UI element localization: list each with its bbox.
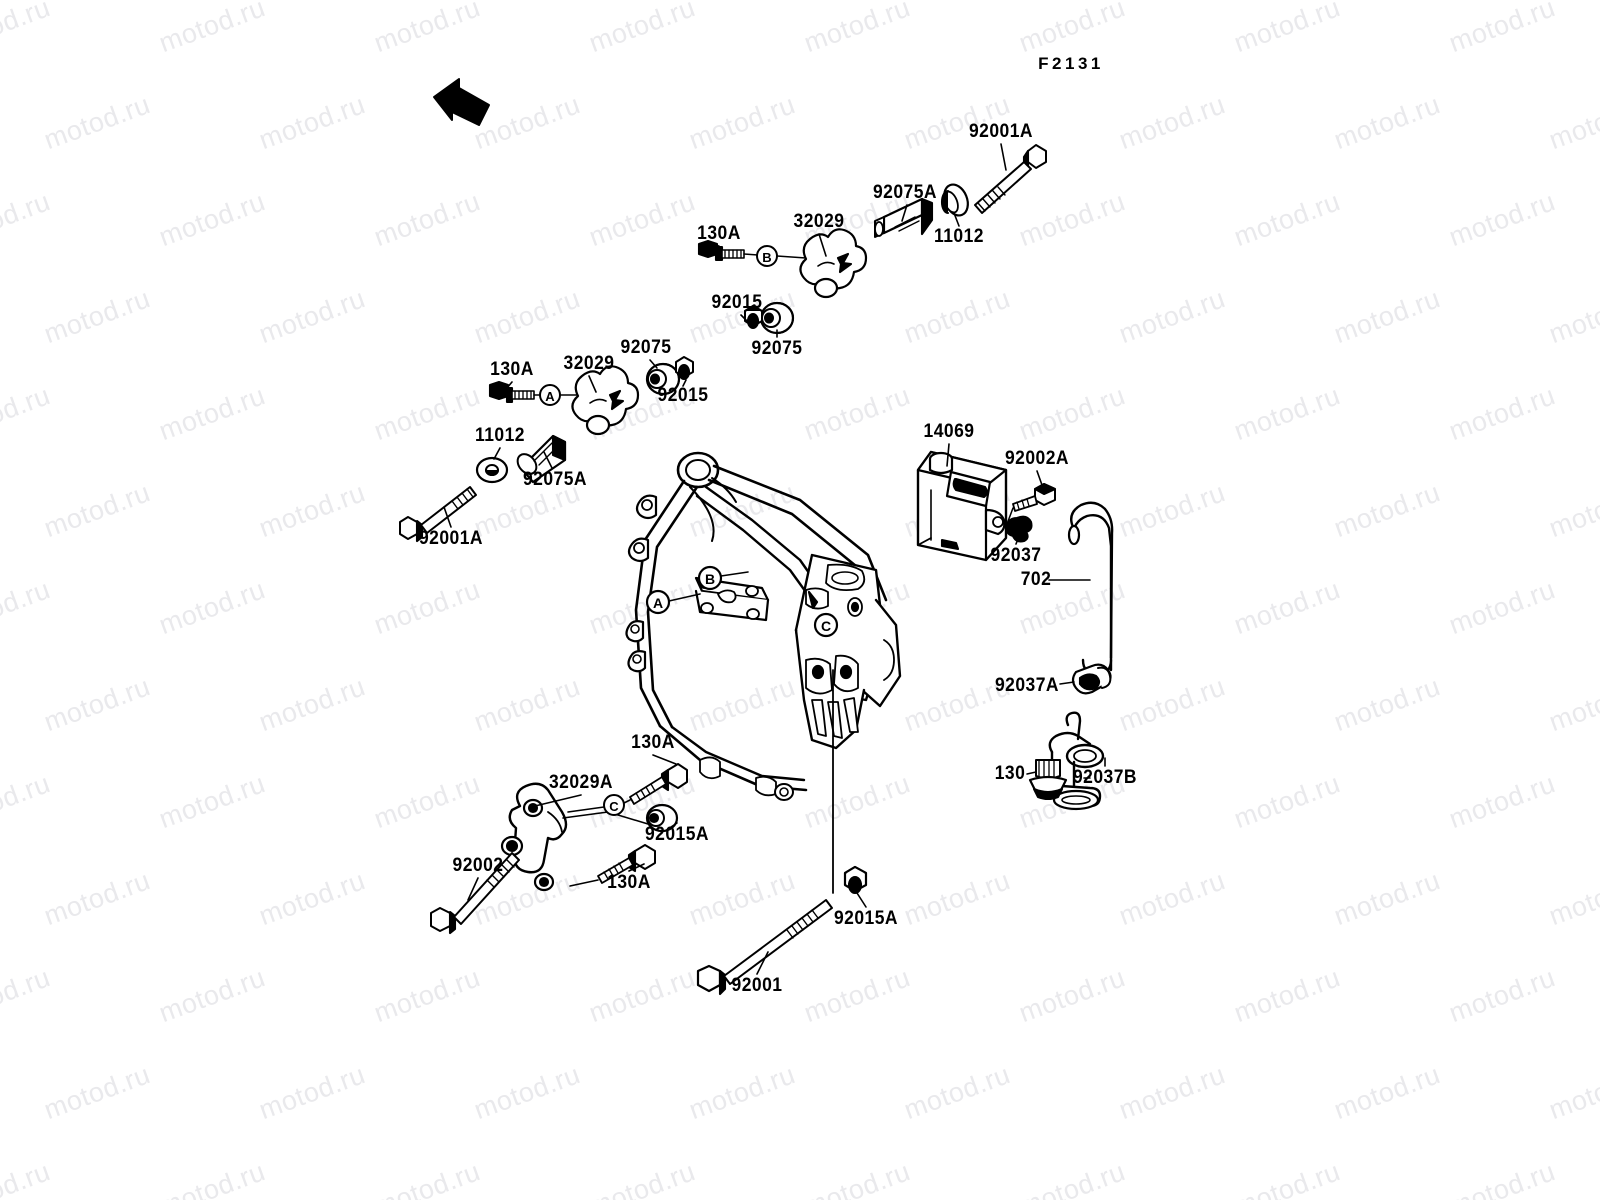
- part-92037b-clamp-bracket: [1048, 711, 1105, 811]
- part-32029-bracket-top: [799, 228, 868, 299]
- label-l-11012-mid: 11012: [475, 425, 525, 446]
- label-l-92015-top: 92015: [711, 292, 763, 313]
- bolt-130a-lower-right: [629, 763, 688, 805]
- svg-text:A: A: [545, 389, 555, 404]
- part-92015a-damper-left: [645, 803, 679, 833]
- label-l-92075-mid: 92075: [620, 337, 672, 358]
- label-l-130a-mid: 130A: [490, 359, 534, 380]
- bolt-92002a: [1012, 482, 1057, 512]
- part-11012-cap-top: [940, 183, 969, 217]
- part-92075a-collar-mid: [516, 434, 567, 484]
- bolt-130a-mid: [488, 380, 535, 404]
- svg-text:C: C: [821, 618, 831, 634]
- reference-marker-b-frame: B: [697, 565, 749, 591]
- label-l-92001-bot: 92001: [731, 975, 783, 996]
- part-92015-nut-mid: [675, 356, 694, 381]
- label-l-92015-mid: 92015: [657, 385, 709, 406]
- label-l-92075a-top: 92075A: [873, 182, 937, 203]
- bolt-92002: [430, 852, 520, 935]
- label-l-92015a-bot: 92015A: [834, 908, 898, 929]
- part-11012-washer-mid: [475, 456, 509, 484]
- label-l-92037: 92037: [990, 545, 1042, 566]
- part-14069-reservoir: [916, 450, 1008, 562]
- front-arrow-icon: [433, 78, 490, 126]
- reference-marker-c-callout: C: [603, 794, 625, 816]
- bolt-130a-lower-bottom: [597, 844, 656, 884]
- bolt-92001-bottom: [696, 899, 833, 996]
- svg-text:B: B: [762, 250, 771, 265]
- label-l-130-clamp: 130: [994, 763, 1026, 784]
- label-l-92001a-top: 92001A: [969, 121, 1033, 142]
- part-32029-bracket-mid: [571, 365, 640, 436]
- label-l-130a-lr: 130A: [631, 732, 675, 753]
- bolt-92001a-mid: [399, 486, 477, 543]
- label-l-92001a-mid: 92001A: [419, 528, 483, 549]
- label-l-32029-top: 32029: [793, 211, 845, 232]
- bolt-130a-top: [697, 239, 745, 262]
- label-l-92002a: 92002A: [1005, 448, 1069, 469]
- label-l-32029-mid: 32029: [563, 353, 615, 374]
- label-l-92002: 92002: [452, 855, 504, 876]
- part-92015a-nut-bottom: [843, 865, 868, 895]
- part-92037-clip: [1005, 515, 1033, 543]
- part-92015-nut-top: [743, 304, 764, 330]
- part-frame-assembly: [625, 451, 902, 801]
- label-l-92075a-mid: 92075A: [523, 469, 587, 490]
- reference-marker-a-frame: A: [645, 589, 701, 615]
- label-l-92015a-left: 92015A: [645, 824, 709, 845]
- part-92037a-clamp: [1071, 663, 1112, 695]
- reference-marker-b-callout: B: [756, 245, 778, 267]
- label-l-130a-top: 130A: [697, 223, 741, 244]
- label-code-f2131: F2131: [1038, 54, 1104, 73]
- label-l-92075-top: 92075: [751, 338, 803, 359]
- label-l-702: 702: [1020, 569, 1052, 590]
- svg-text:C: C: [609, 799, 619, 814]
- label-l-32029a: 32029A: [549, 772, 613, 793]
- part-32029a-bracket: [500, 782, 568, 892]
- svg-text:A: A: [653, 595, 663, 611]
- svg-text:B: B: [705, 571, 715, 587]
- label-l-11012-top: 11012: [934, 226, 984, 247]
- label-l-92037a: 92037A: [995, 675, 1059, 696]
- part-92075a-collar-top: [874, 197, 934, 238]
- bolt-92001a-top: [974, 144, 1047, 214]
- label-l-92037b: 92037B: [1073, 767, 1137, 788]
- label-l-14069: 14069: [923, 421, 975, 442]
- leader-lines: [443, 143, 1106, 975]
- label-l-130a-lb: 130A: [607, 872, 651, 893]
- bolt-130-clamp: [1028, 759, 1068, 801]
- reference-marker-c-frame: C: [813, 612, 839, 638]
- part-92075-damper-mid: [645, 362, 681, 396]
